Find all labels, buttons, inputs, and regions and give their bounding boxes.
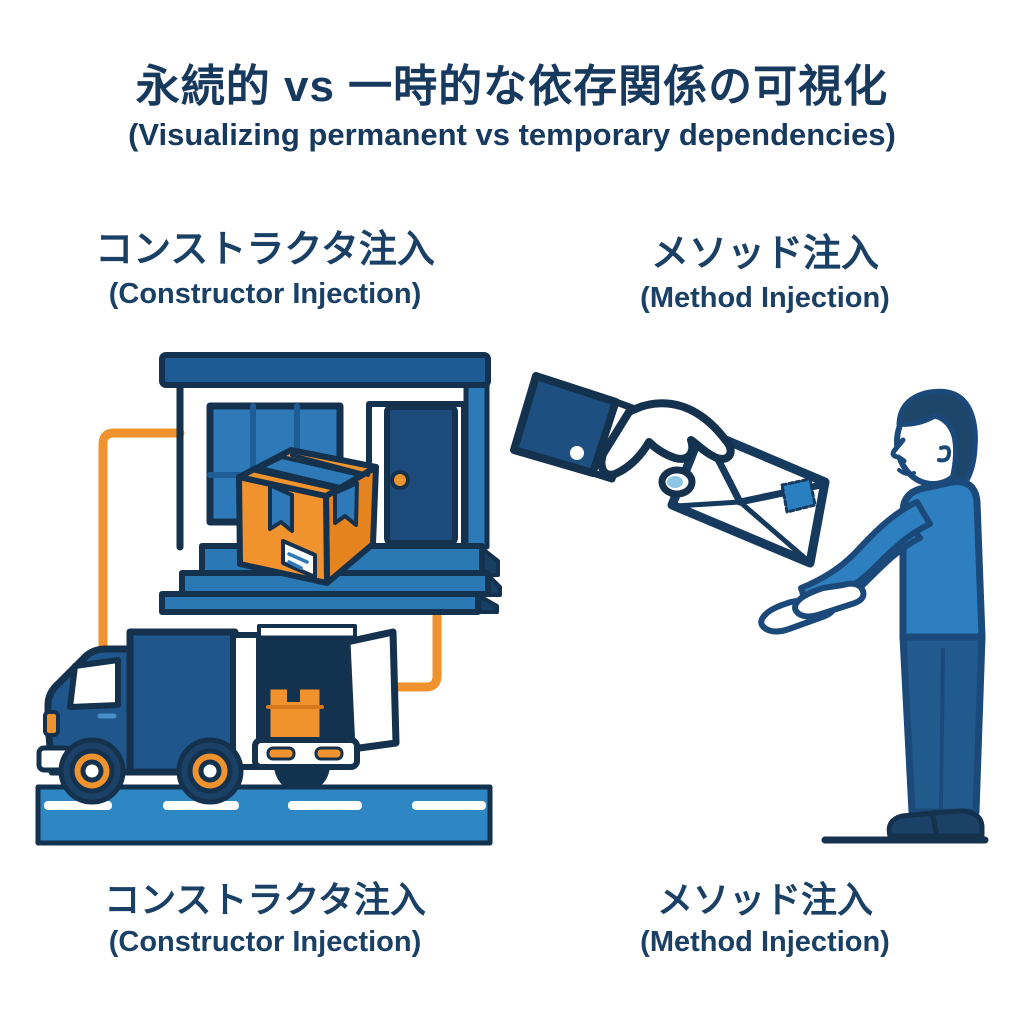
- left-caption: コンストラクタ注入 (Constructor Injection): [30, 880, 500, 959]
- orange-wire-left: [98, 428, 185, 653]
- right-column-heading: メソッド注入 (Method Injection): [560, 233, 970, 315]
- constructor-injection-illustration: [35, 352, 502, 846]
- left-heading-jp: コンストラクタ注入: [95, 229, 435, 271]
- near-hand-open: [792, 580, 867, 620]
- left-caption-en: (Constructor Injection): [108, 925, 422, 958]
- road: [35, 784, 493, 846]
- giving-hand-icon: [510, 372, 735, 498]
- shoe-back: [886, 810, 940, 839]
- left-column-heading: コンストラクタ注入 (Constructor Injection): [30, 229, 500, 311]
- cargo-package-icon: [265, 684, 325, 743]
- truck-windshield: [67, 657, 121, 710]
- method-injection-illustration: [510, 372, 989, 844]
- truck-front-marker: [43, 710, 60, 737]
- page-title: 永続的 vs 一時的な依存関係の可視化: [135, 62, 889, 111]
- cuff-button: [570, 446, 584, 460]
- truck-wheels: [58, 737, 244, 805]
- hair: [896, 388, 978, 485]
- right-caption-jp: メソッド注入: [656, 879, 873, 920]
- receiving-person-icon: [758, 388, 989, 844]
- nose: [890, 437, 907, 464]
- package-box-icon: [236, 447, 379, 586]
- head: [890, 388, 978, 487]
- truck-right-door-open: [343, 628, 400, 753]
- shoe-front: [929, 808, 985, 839]
- left-caption-jp: コンストラクタ注入: [104, 879, 426, 920]
- delivery-truck-icon: [36, 624, 400, 793]
- page-subtitle: (Visualizing permanent vs temporary depe…: [128, 116, 896, 152]
- right-caption: メソッド注入 (Method Injection): [560, 880, 970, 959]
- thumbnail: [667, 476, 683, 488]
- chin-line: [897, 468, 916, 476]
- left-heading-en: (Constructor Injection): [108, 277, 422, 310]
- box-tape-tab-left: [268, 483, 294, 533]
- stamp-icon: [780, 477, 817, 514]
- orange-wire-right: [392, 607, 442, 692]
- right-heading-en: (Method Injection): [640, 281, 890, 314]
- box-tape-tab-right: [333, 481, 359, 527]
- right-caption-en: (Method Injection): [640, 925, 890, 958]
- right-heading-jp: メソッド注入: [650, 233, 879, 275]
- ear: [937, 445, 952, 463]
- title-block: 永続的 vs 一時的な依存関係の可視化 (Visualizing permane…: [0, 62, 1024, 153]
- hand: [597, 399, 735, 479]
- box-tape: [258, 455, 362, 489]
- door-icon: [366, 401, 467, 550]
